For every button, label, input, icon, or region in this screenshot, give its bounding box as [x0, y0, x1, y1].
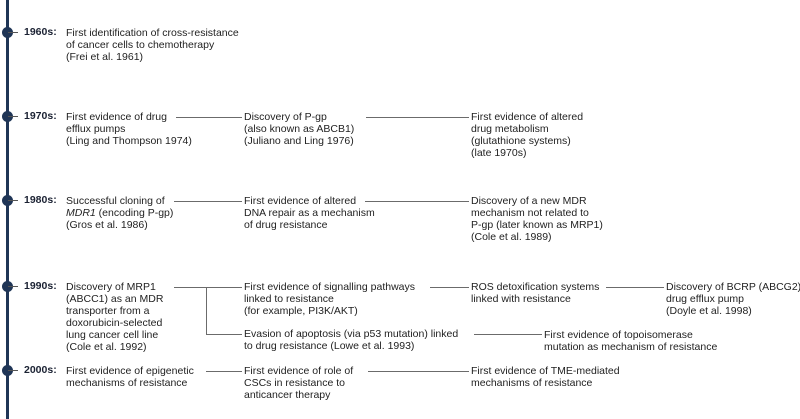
event-line: (Ling and Thompson 1974) — [66, 135, 192, 147]
event-1990s-3: Discovery of BCRP (ABCG2)drug efflux pum… — [666, 281, 800, 317]
event-line: First evidence of role of — [244, 365, 354, 377]
event-1990s-4: Evasion of apoptosis (via p53 mutation) … — [244, 328, 458, 352]
event-line: First evidence of topoisomerase — [544, 329, 693, 341]
event-line: Discovery of P-gp — [244, 111, 327, 123]
event-line: First identification of cross-resistance — [66, 27, 239, 39]
connector-1970s-0 — [176, 117, 242, 118]
event-line: MDR1 (encoding P-gp) — [66, 207, 174, 219]
connector-2000s-1 — [368, 371, 469, 372]
event-line: (late 1970s) — [471, 147, 527, 159]
event-line: (Cole et al. 1989) — [471, 231, 552, 243]
event-line: (Frei et al. 1961) — [66, 51, 144, 63]
timeline-tick-2000s — [8, 370, 18, 371]
event-line: (also known as ABCB1) — [244, 123, 355, 135]
decade-label-1960s: 1960s: — [24, 26, 57, 38]
event-line: CSCs in resistance to — [244, 377, 345, 389]
event-line: First evidence of altered — [471, 111, 584, 123]
event-line: mutation as mechanism of resistance — [544, 341, 718, 353]
event-line: Evasion of apoptosis (via p53 mutation) … — [244, 328, 459, 340]
event-line: Discovery of MRP1 — [66, 281, 156, 293]
timeline-tick-1960s — [8, 32, 18, 33]
timeline-tick-1970s — [8, 116, 18, 117]
event-line: Discovery of BCRP (ABCG2) — [666, 281, 800, 293]
decade-label-1980s: 1980s: — [24, 194, 57, 206]
event-line: P-gp (later known as MRP1) — [471, 219, 603, 231]
event-line: transporter from a — [66, 305, 150, 317]
timeline-tick-1990s — [8, 286, 18, 287]
event-1960s-0: First identification of cross-resistance… — [66, 27, 239, 63]
timeline-dot-1990s — [2, 281, 13, 292]
connector-1970s-1 — [366, 117, 469, 118]
event-line: drug metabolism — [471, 123, 549, 135]
event-line: First evidence of TME-mediated — [471, 365, 620, 377]
event-line: linked to resistance — [244, 293, 334, 305]
timeline-dot-1970s — [2, 111, 13, 122]
connector-1990s-1 — [206, 287, 242, 288]
event-line: (ABCC1) as an MDR — [66, 293, 164, 305]
event-line: of drug resistance — [244, 219, 328, 231]
event-line: drug efflux pump — [666, 293, 745, 305]
event-line: First evidence of signalling pathways — [244, 281, 416, 293]
event-line: (glutathione systems) — [471, 135, 571, 147]
event-1970s-1: Discovery of P-gp(also known as ABCB1)(J… — [244, 111, 354, 147]
timeline-tick-1980s — [8, 200, 18, 201]
connector-1990s-3 — [606, 287, 664, 288]
timeline-dot-1960s — [2, 27, 13, 38]
event-line: First evidence of altered — [244, 195, 357, 207]
event-line: (Juliano and Ling 1976) — [244, 135, 354, 147]
event-line: Discovery of a new MDR — [471, 195, 587, 207]
connector-1990s-5 — [474, 334, 542, 335]
event-line: to drug resistance (Lowe et al. 1993) — [244, 340, 415, 352]
event-line: anticancer therapy — [244, 389, 331, 401]
connector-1980s-1 — [365, 201, 469, 202]
connector-1980s-0 — [174, 201, 242, 202]
timeline-dot-1980s — [2, 195, 13, 206]
event-line: (Doyle et al. 1998) — [666, 305, 752, 317]
event-line: DNA repair as a mechanism — [244, 207, 375, 219]
event-line: doxorubicin-selected — [66, 317, 163, 329]
event-line: lung cancer cell line — [66, 329, 159, 341]
event-line: mechanisms of resistance — [66, 377, 188, 389]
event-line: First evidence of epigenetic — [66, 365, 194, 377]
event-line: (Gros et al. 1986) — [66, 219, 148, 231]
event-line: (Cole et al. 1992) — [66, 341, 147, 353]
event-line: Successful cloning of — [66, 195, 165, 207]
event-line: ROS detoxification systems — [471, 281, 600, 293]
timeline-axis — [6, 0, 9, 419]
decade-label-1970s: 1970s: — [24, 110, 57, 122]
event-line: linked with resistance — [471, 293, 571, 305]
timeline-dot-2000s — [2, 365, 13, 376]
event-line: efflux pumps — [66, 123, 126, 135]
branch-connector-1990s-0 — [206, 287, 207, 334]
event-line: of cancer cells to chemotherapy — [66, 39, 215, 51]
connector-2000s-0 — [206, 371, 242, 372]
decade-label-1990s: 1990s: — [24, 280, 57, 292]
connector-1990s-0 — [174, 287, 206, 288]
decade-label-2000s: 2000s: — [24, 364, 57, 376]
connector-1990s-2 — [430, 287, 469, 288]
connector-1990s-4 — [206, 334, 242, 335]
event-line: mechanism not related to — [471, 207, 589, 219]
event-line: mechanisms of resistance — [471, 377, 593, 389]
event-line: First evidence of drug — [66, 111, 167, 123]
event-line: (for example, PI3K/AKT) — [244, 305, 358, 317]
